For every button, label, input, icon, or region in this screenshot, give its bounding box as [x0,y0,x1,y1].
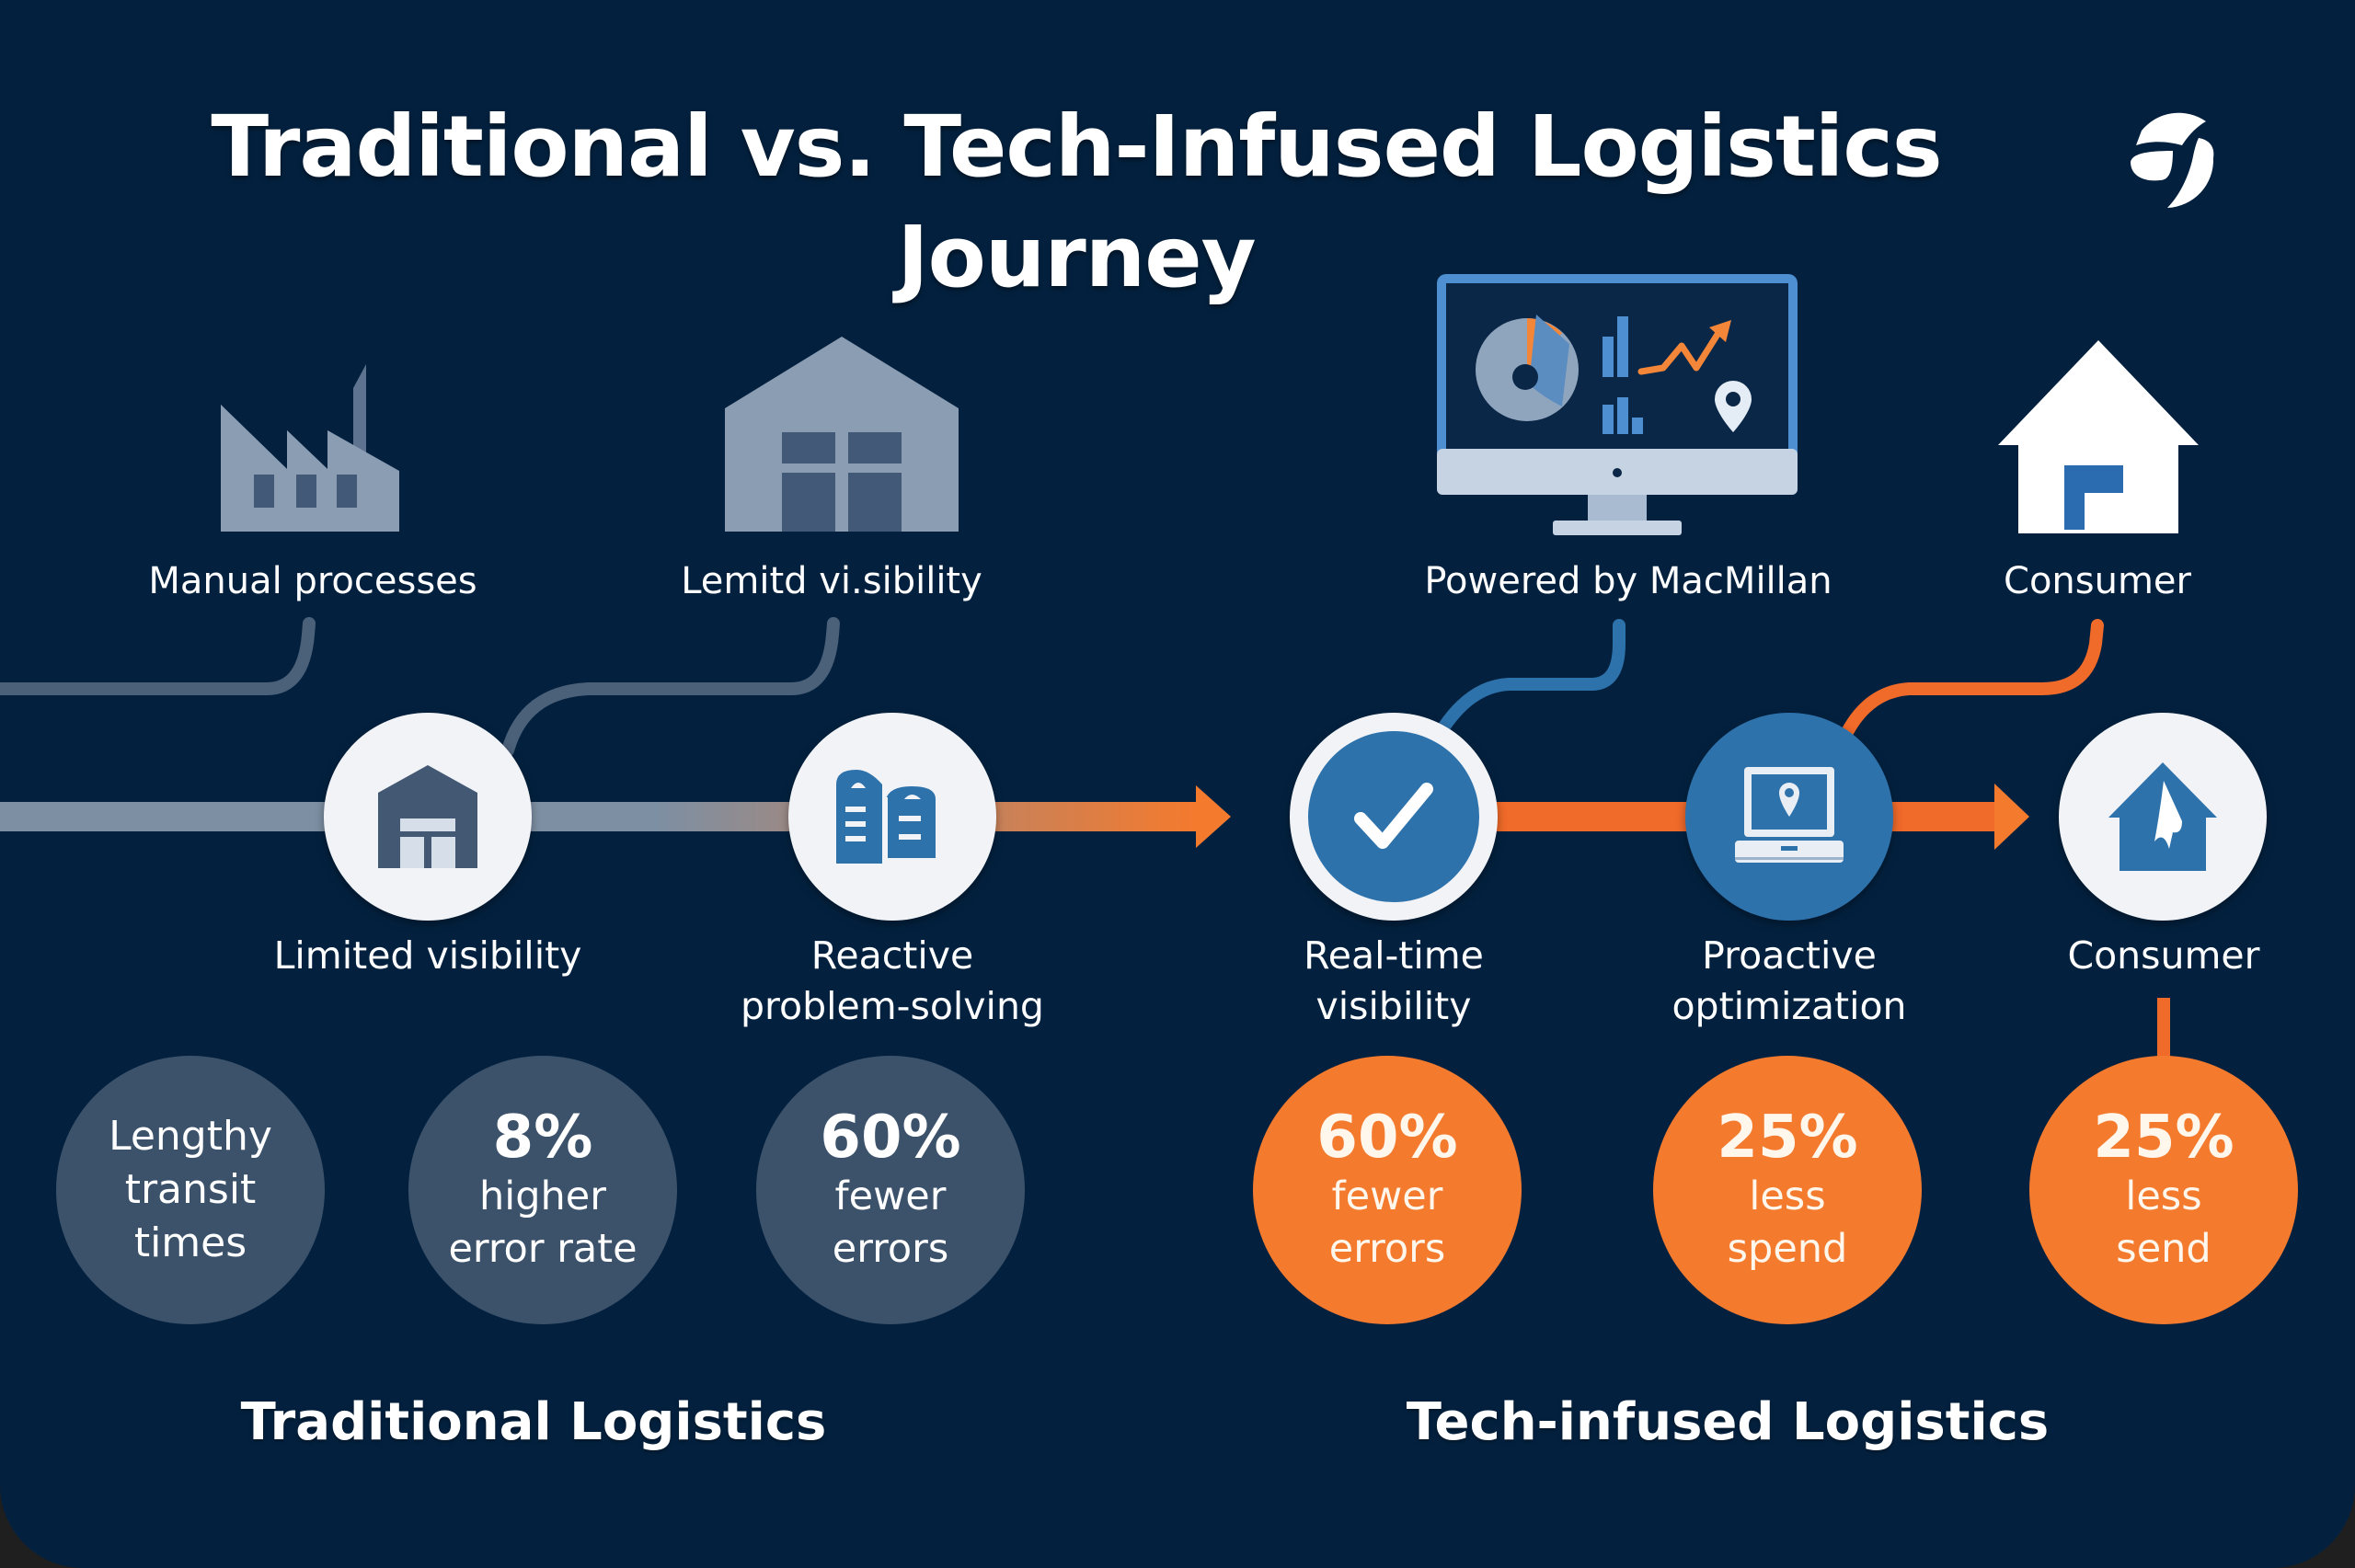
node-label-proactive: Proactive optimization [1550,931,2028,1032]
journey-node-real-time [1290,713,1498,921]
node-label-line: Limited visibility [273,933,582,978]
journey-node-consumer [2059,713,2267,921]
stat-text: transit [124,1166,257,1213]
stat-value: 8% [492,1104,593,1172]
journey-node-reactive [788,713,996,921]
stat-less-spend: 25% less spend [1653,1056,1922,1324]
stat-value: 25% [2093,1104,2234,1172]
stat-text: fewer [1331,1173,1443,1219]
warehouse-icon [378,765,477,868]
node-label-limited-visibility: Limited visibility [189,931,667,981]
laptop-location-icon [1735,767,1844,863]
node-label-reactive: Reactive problem-solving [653,931,1132,1032]
node-label-line: Proactive [1702,933,1877,978]
stat-text: error rate [448,1226,638,1272]
stat-text: times [133,1219,247,1266]
top-label-limited-visibility: Lemitd vi.sibility [681,560,982,602]
stat-lengthy-transit: Lengthy transit times [56,1056,325,1324]
stat-text: send [2116,1226,2211,1272]
stat-fewer-errors-tech: 60% fewer errors [1253,1056,1522,1324]
stat-text: higher [479,1173,606,1219]
stat-text: less [2125,1173,2202,1219]
node-label-line: Reactive [810,933,974,978]
checkmark-icon [1354,783,1433,849]
brand-logo-icon [2131,112,2214,208]
home-delivery-icon [2108,762,2217,871]
node-label-line: problem-solving [741,984,1044,1028]
stat-less-send: 25% less send [2029,1056,2298,1324]
stat-value: 25% [1717,1104,1858,1172]
journey-node-proactive [1685,713,1893,921]
stat-text: fewer [834,1173,947,1219]
node-label-consumer: Consumer [1924,931,2355,981]
top-label-powered-by: Powered by MacMillan [1424,560,1832,602]
warehouse-icon [725,337,959,532]
house-icon [1998,340,2199,533]
stat-text: less [1749,1173,1826,1219]
section-label-traditional: Traditional Logistics [240,1392,827,1452]
top-label-manual-processes: Manual processes [148,560,477,602]
stat-text: errors [1328,1226,1446,1272]
factory-icon [221,364,399,532]
node-label-line: visibility [1315,984,1472,1028]
top-label-consumer: Consumer [2004,560,2191,602]
monitor-dashboard-icon [1437,274,1798,535]
journey-node-limited-visibility [324,713,532,921]
node-label-line: Real-time [1304,933,1484,978]
stat-value: 60% [1316,1104,1458,1172]
stat-higher-error-rate: 8% higher error rate [408,1056,677,1324]
stat-value: 60% [820,1104,961,1172]
section-label-tech: Tech-infused Logistics [1406,1392,2050,1452]
stat-text: Lengthy [109,1113,272,1160]
stat-text: spend [1727,1226,1848,1272]
stat-fewer-errors-traditional: 60% fewer errors [756,1056,1025,1324]
node-label-line: Consumer [2067,933,2260,978]
node-label-line: optimization [1671,984,1907,1028]
buildings-icon [836,770,936,864]
stat-text: errors [832,1226,949,1272]
node-label-real-time: Real-time visibility [1155,931,1633,1032]
page-title: Traditional vs. Tech-Infused Logistics J… [211,97,1942,306]
